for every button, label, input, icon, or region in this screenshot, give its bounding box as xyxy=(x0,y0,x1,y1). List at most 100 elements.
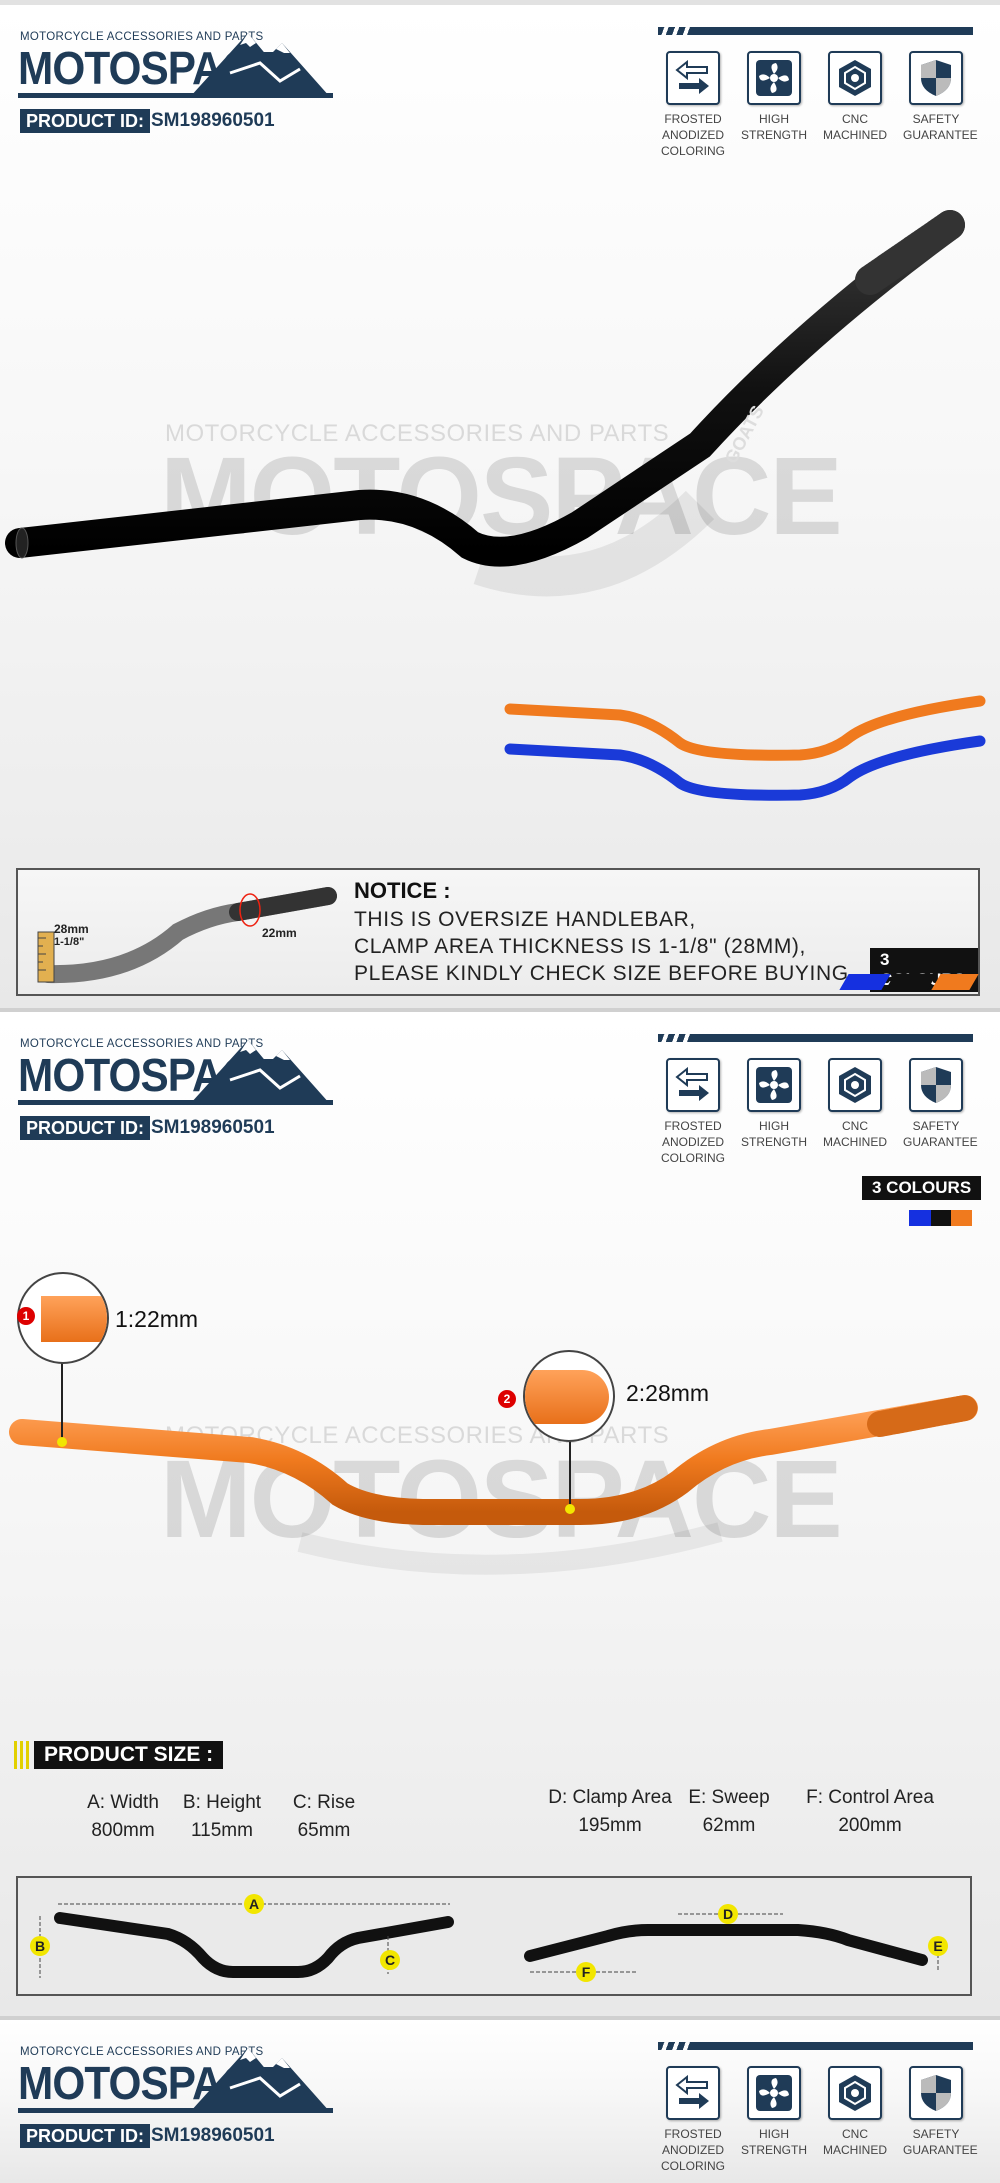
product-id-value: SM198960501 xyxy=(151,110,275,131)
dim-value: 195mm xyxy=(578,1815,642,1836)
dim-letter-a: A xyxy=(244,1894,264,1914)
brand-header: MOTORCYCLE ACCESSORIES AND PARTS MOTOSPA… xyxy=(0,1012,1000,1172)
dim-label: E: Sweep xyxy=(688,1787,770,1808)
dim-letter-b: B xyxy=(30,1936,50,1956)
notice-line-1: THIS IS OVERSIZE HANDLEBAR, xyxy=(354,908,696,931)
callout-number-2: 2 xyxy=(498,1390,516,1408)
product-id-label: PRODUCT ID: xyxy=(20,109,150,133)
watermark-tagline: MOTORCYCLE ACCESSORIES AND PARTS xyxy=(165,420,670,447)
arrows-icon xyxy=(666,51,720,105)
feature-label: SAFETY GUARANTEE xyxy=(903,1119,978,1149)
dim-letter-e: E xyxy=(928,1936,948,1956)
dim-label: C: Rise xyxy=(292,1792,356,1813)
mountain-logo-icon xyxy=(190,1040,330,1104)
panel-separator xyxy=(0,2016,1000,2021)
mountain-logo-icon xyxy=(190,33,330,97)
arrows-icon xyxy=(666,2066,720,2120)
shield-icon xyxy=(909,51,963,105)
callout-number-1: 1 xyxy=(17,1307,35,1325)
notice-line-3: PLEASE KINDLY CHECK SIZE BEFORE BUYING. xyxy=(354,962,856,985)
dim-width: A: Width 800mm xyxy=(68,1789,178,1845)
dim-height: B: Height 115mm xyxy=(172,1789,272,1845)
product-id-label: PRODUCT ID: xyxy=(20,1116,150,1140)
product-panel-overview: MOTORCYCLE ACCESSORIES AND PARTS MOTOSPA… xyxy=(0,0,1000,1012)
product-panel-dimensions: MOTORCYCLE ACCESSORIES AND PARTS MOTOSPA… xyxy=(0,1012,1000,2020)
feature-label: HIGH STRENGTH xyxy=(741,112,807,142)
diagram-clamp-mm: 28mm xyxy=(54,922,89,936)
heading-stripe-icon xyxy=(14,1741,32,1769)
product-id-value: SM198960501 xyxy=(151,1117,275,1138)
fan-icon xyxy=(747,1058,801,1112)
product-id-value: SM198960501 xyxy=(151,2125,275,2146)
dim-label: D: Clamp Area xyxy=(548,1787,672,1808)
dim-value: 62mm xyxy=(702,1815,756,1836)
fan-icon xyxy=(747,51,801,105)
black-handlebar-image: GOATS xyxy=(5,210,965,597)
logo-underline xyxy=(18,1100,333,1105)
hexagon-icon xyxy=(828,51,882,105)
header-stripe-solid xyxy=(690,2042,973,2050)
swatch-blue xyxy=(909,1210,931,1226)
dim-clamp-area: D: Clamp Area 195mm xyxy=(530,1784,690,1840)
dimension-diagram: A B C D E F xyxy=(16,1876,972,1996)
feature-frosted: FROSTED ANODIZED COLORING xyxy=(660,1058,726,1166)
feature-strength: HIGH STRENGTH xyxy=(741,2066,807,2158)
panel-separator xyxy=(0,1008,1000,1013)
oversize-diagram xyxy=(37,887,337,984)
feature-cnc: CNC MACHINED xyxy=(822,1058,888,1150)
product-panel-next: MOTORCYCLE ACCESSORIES AND PARTS MOTOSPA… xyxy=(0,2020,1000,2183)
feature-safety: SAFETY GUARANTEE xyxy=(903,51,978,143)
feature-label: CNC MACHINED xyxy=(822,2127,887,2157)
feature-strength: HIGH STRENGTH xyxy=(741,1058,807,1150)
notice-box: 28mm 1-1/8" 22mm NOTICE : THIS IS OVERSI… xyxy=(16,868,980,996)
feature-safety: SAFETY GUARANTEE xyxy=(903,2066,978,2158)
feature-label: HIGH STRENGTH xyxy=(741,2127,807,2157)
header-stripe-solid xyxy=(690,27,973,35)
dim-label: B: Height xyxy=(182,1792,262,1813)
feature-label: HIGH STRENGTH xyxy=(741,1119,807,1149)
brand-header: MOTORCYCLE ACCESSORIES AND PARTS MOTOSPA… xyxy=(0,2020,1000,2180)
feature-safety: SAFETY GUARANTEE xyxy=(903,1058,978,1150)
feature-label: FROSTED ANODIZED COLORING xyxy=(660,112,725,158)
dim-letter-c: C xyxy=(380,1950,400,1970)
brand-header: MOTORCYCLE ACCESSORIES AND PARTS MOTOSPA… xyxy=(0,5,1000,165)
logo-underline xyxy=(18,2108,333,2113)
notice-title: NOTICE : xyxy=(354,878,451,903)
dim-control-area: F: Control Area 200mm xyxy=(780,1784,960,1840)
dim-label: A: Width xyxy=(87,1792,159,1813)
diagram-clamp-inch: 1-1/8" xyxy=(54,936,85,948)
product-id-label: PRODUCT ID: xyxy=(20,2124,150,2148)
dim-letter-f: F xyxy=(576,1962,596,1982)
mountain-logo-icon xyxy=(190,2048,330,2112)
dim-letter-d: D xyxy=(718,1904,738,1924)
shield-icon xyxy=(909,2066,963,2120)
colour-variant-handlebars xyxy=(504,695,986,801)
arrows-icon xyxy=(666,1058,720,1112)
feature-label: SAFETY GUARANTEE xyxy=(903,112,978,142)
dim-value: 800mm xyxy=(91,1820,155,1841)
swatch-orange xyxy=(951,1210,972,1226)
dim-value: 115mm xyxy=(191,1820,253,1841)
feature-cnc: CNC MACHINED xyxy=(822,2066,888,2158)
callout-label-1: 1:22mm xyxy=(115,1306,199,1332)
dim-rise: C: Rise 65mm xyxy=(276,1789,372,1845)
feature-label: FROSTED ANODIZED COLORING xyxy=(660,1119,725,1165)
swatch-black xyxy=(931,1210,951,1226)
dim-sweep: E: Sweep 62mm xyxy=(676,1784,782,1840)
feature-frosted: FROSTED ANODIZED COLORING xyxy=(660,51,726,159)
feature-label: FROSTED ANODIZED COLORING xyxy=(660,2127,725,2173)
feature-frosted: FROSTED ANODIZED COLORING xyxy=(660,2066,726,2174)
dim-label: F: Control Area xyxy=(806,1787,934,1808)
brand-tagline: MOTORCYCLE ACCESSORIES AND PARTS xyxy=(20,31,264,43)
product-size-title: PRODUCT SIZE : xyxy=(34,1741,224,1769)
hexagon-icon xyxy=(828,1058,882,1112)
feature-label: CNC MACHINED xyxy=(822,112,887,142)
diagram-end-mm: 22mm xyxy=(262,926,297,940)
callout-label-2: 2:28mm xyxy=(626,1380,710,1406)
orange-handlebar-image xyxy=(9,1310,978,1575)
feature-cnc: CNC MACHINED xyxy=(822,51,888,143)
shield-icon xyxy=(909,1058,963,1112)
hexagon-icon xyxy=(828,2066,882,2120)
dim-value: 65mm xyxy=(297,1820,351,1841)
feature-label: SAFETY GUARANTEE xyxy=(903,2127,978,2157)
